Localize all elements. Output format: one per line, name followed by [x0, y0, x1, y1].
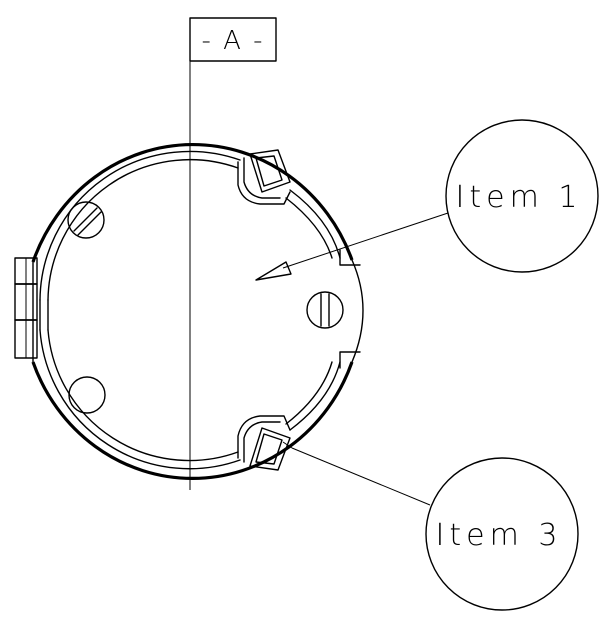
- callout-item-3-label: Item 3: [436, 518, 563, 553]
- latch-top-clip: [249, 149, 291, 193]
- latch-top-clip-inner: [255, 155, 283, 187]
- screw-top-left-head: [67, 201, 105, 239]
- section-marker: - A -: [189, 17, 277, 62]
- leader-item-1-line: [282, 212, 449, 269]
- housing-outer-rim-bottom: [31, 361, 354, 480]
- leader-item-3-tip: [282, 441, 293, 449]
- inner-right-lower-a: [289, 361, 341, 431]
- callout-item-3-balloon: [425, 457, 579, 611]
- housing-outer-rim-top: [31, 143, 354, 263]
- screw-top-left-slot-b: [77, 211, 102, 236]
- screw-right-head: [306, 291, 344, 329]
- callout-item-1: Item 1: [445, 119, 599, 273]
- inner-ring-b-top: [47, 158, 239, 301]
- screw-right: [306, 291, 344, 329]
- inner-right-lower-b: [285, 361, 333, 425]
- inner-ring-a-top: [39, 150, 241, 301]
- hole-bottom-left: [68, 376, 106, 414]
- right-notch-upper: [339, 249, 361, 266]
- callout-item-3: Item 3: [425, 457, 579, 611]
- latch-bottom-clip-inner: [255, 433, 283, 465]
- screw-top-left: [67, 201, 105, 239]
- latch-bottom-body: [237, 415, 291, 459]
- hinge: [14, 257, 38, 359]
- inner-ring-a-bottom: [39, 329, 241, 470]
- right-notch-lower: [339, 351, 361, 369]
- housing-outer-rim-right: [351, 259, 364, 363]
- latch-bottom-inner: [243, 421, 281, 463]
- leader-item-1-arrowhead: [255, 261, 292, 281]
- latch-top-body: [237, 161, 291, 205]
- callout-item-1-balloon: [445, 119, 599, 273]
- leader-item-1: [255, 212, 449, 281]
- callout-item-1-label: Item 1: [456, 180, 583, 215]
- inner-ring-b-bottom: [47, 329, 239, 462]
- screw-top-left-slot-a: [73, 207, 98, 232]
- latch-bottom-clip: [249, 427, 291, 471]
- section-marker-label: - A -: [201, 26, 264, 56]
- latch-clip-bottom: [237, 415, 291, 471]
- inner-right-upper-a: [289, 189, 341, 259]
- latch-clip-top: [237, 149, 291, 205]
- latch-top-inner: [243, 157, 281, 199]
- leader-item-3-line: [291, 447, 431, 506]
- housing: [31, 143, 364, 480]
- leader-item-3: [282, 441, 431, 506]
